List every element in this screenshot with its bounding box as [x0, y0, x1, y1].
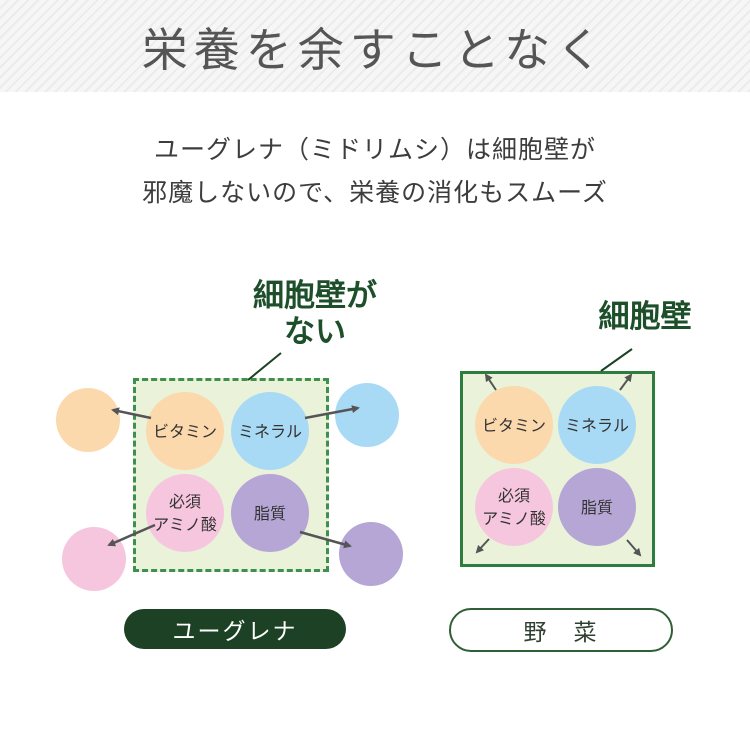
euglena-callout-line-1: 細胞壁が: [253, 278, 377, 314]
vegetable-amino-label-2: アミノ酸: [482, 509, 546, 528]
vegetable-mineral-label: ミネラル: [564, 415, 629, 435]
euglena-lipid-label: 脂質: [253, 503, 286, 523]
vegetable-label-pill: 野 菜: [449, 608, 673, 652]
header-banner: 栄養を余すことなく: [0, 0, 750, 92]
vegetable-lipid-circle: 脂質: [558, 468, 636, 546]
released-lipid-circle: [339, 522, 403, 586]
intro-line-2: 邪魔しないので、栄養の消化もスムーズ: [142, 178, 608, 207]
vegetable-callout-leader: [600, 348, 633, 372]
euglena-callout: 細胞壁が ない: [220, 278, 410, 350]
released-mineral-circle: [335, 383, 399, 447]
euglena-callout-leader: [247, 352, 282, 381]
euglena-mineral-circle: ミネラル: [231, 392, 309, 470]
intro-line-1: ユーグレナ（ミドリムシ）は細胞壁が: [153, 135, 596, 164]
vegetable-amino-circle: 必須 アミノ酸: [475, 468, 553, 546]
euglena-vitamin-circle: ビタミン: [146, 392, 224, 470]
euglena-callout-line-2: ない: [284, 314, 346, 350]
arrow-amino-out: [107, 523, 156, 547]
arrow-wall-bottom-right: [626, 539, 642, 557]
released-vitamin-circle: [56, 388, 120, 452]
arrow-mineral-out: [304, 405, 360, 420]
vegetable-lipid-label: 脂質: [580, 497, 613, 517]
euglena-mineral-label: ミネラル: [237, 421, 302, 441]
euglena-lipid-circle: 脂質: [231, 474, 309, 552]
arrow-wall-top-right: [619, 373, 633, 391]
page-title: 栄養を余すことなく: [141, 23, 609, 77]
vegetable-vitamin-label: ビタミン: [481, 415, 546, 435]
arrow-lipid-out: [299, 530, 352, 549]
vegetable-amino-label-1: 必須: [497, 486, 530, 505]
euglena-vitamin-label: ビタミン: [152, 421, 217, 441]
euglena-amino-label-2: アミノ酸: [153, 515, 217, 534]
arrow-wall-top-left: [484, 373, 497, 391]
arrow-wall-bottom-left: [475, 538, 490, 554]
vegetable-mineral-circle: ミネラル: [558, 386, 636, 464]
euglena-amino-label-1: 必須: [168, 492, 201, 511]
vegetable-vitamin-circle: ビタミン: [475, 386, 553, 464]
euglena-amino-circle: 必須 アミノ酸: [146, 474, 224, 552]
euglena-label-pill: ユーグレナ: [124, 609, 346, 649]
arrow-vitamin-out: [111, 407, 152, 420]
vegetable-callout: 細胞壁: [598, 299, 692, 335]
released-amino-circle: [62, 527, 126, 591]
